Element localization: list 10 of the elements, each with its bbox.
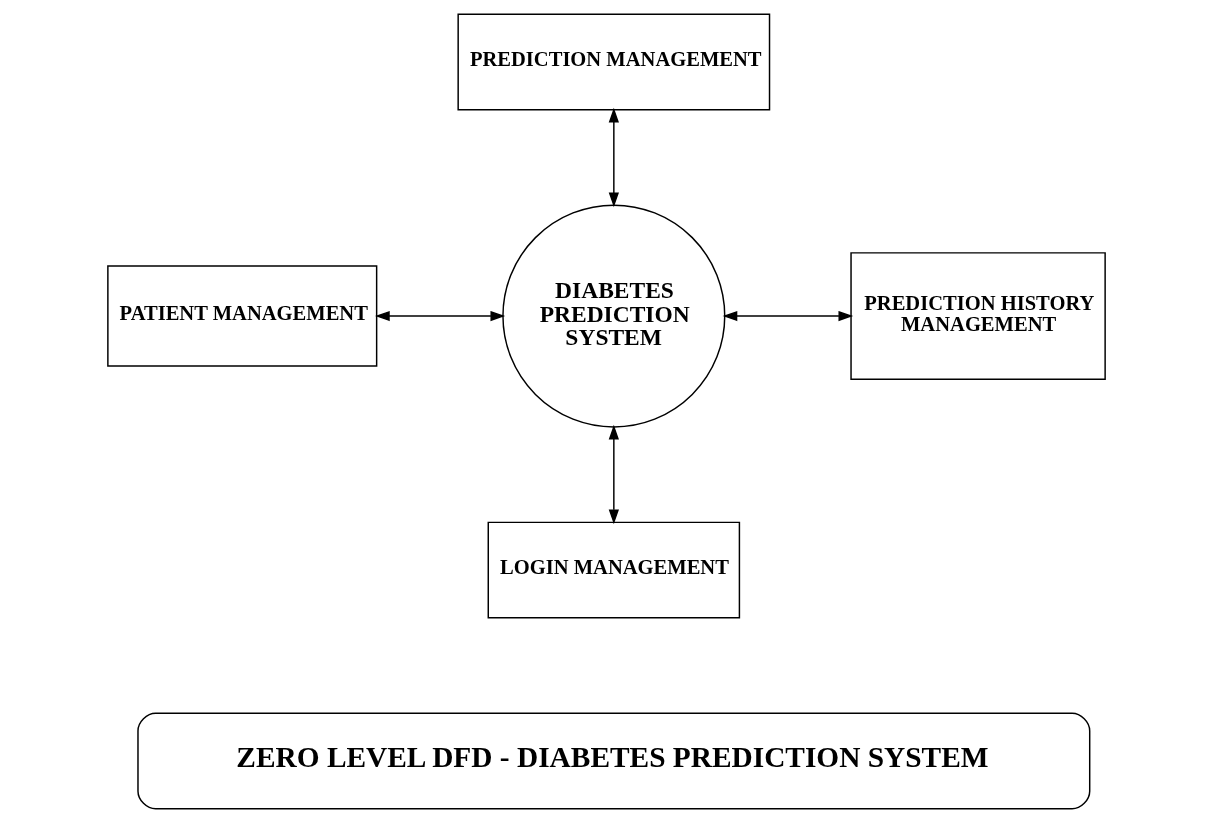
node-box: ZERO LEVEL DFD - DIABETES PREDICTION SYSTEM xyxy=(136,712,1090,810)
arrow xyxy=(608,107,619,208)
arrow xyxy=(608,424,619,525)
node-box: PATIENT MANAGEMENT xyxy=(106,265,377,367)
node-box: LOGIN MANAGEMENT xyxy=(487,521,740,619)
node-circle: DIABETES PREDICTION SYSTEM xyxy=(501,204,725,428)
arrow xyxy=(722,310,853,322)
arrow xyxy=(374,310,505,322)
node-box: PREDICTION MANAGEMENT xyxy=(456,13,770,111)
node-box: PREDICTION HISTORY MANAGEMENT xyxy=(849,252,1106,380)
